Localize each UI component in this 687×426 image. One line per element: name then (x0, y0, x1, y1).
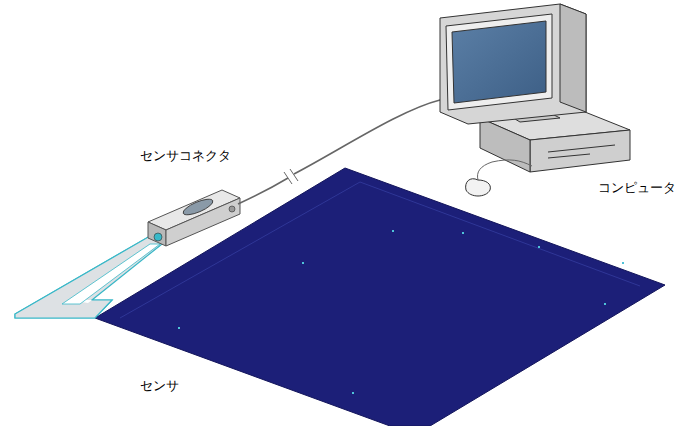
part-label: センサコネクタ (140, 148, 231, 164)
sensor-tail (15, 236, 172, 318)
computer (440, 4, 630, 196)
sensor-connector (148, 190, 240, 246)
part-label: コンピュータ (598, 180, 676, 196)
sensor-mat (95, 168, 665, 426)
part-label: センサ (140, 378, 179, 394)
cable (238, 98, 478, 204)
